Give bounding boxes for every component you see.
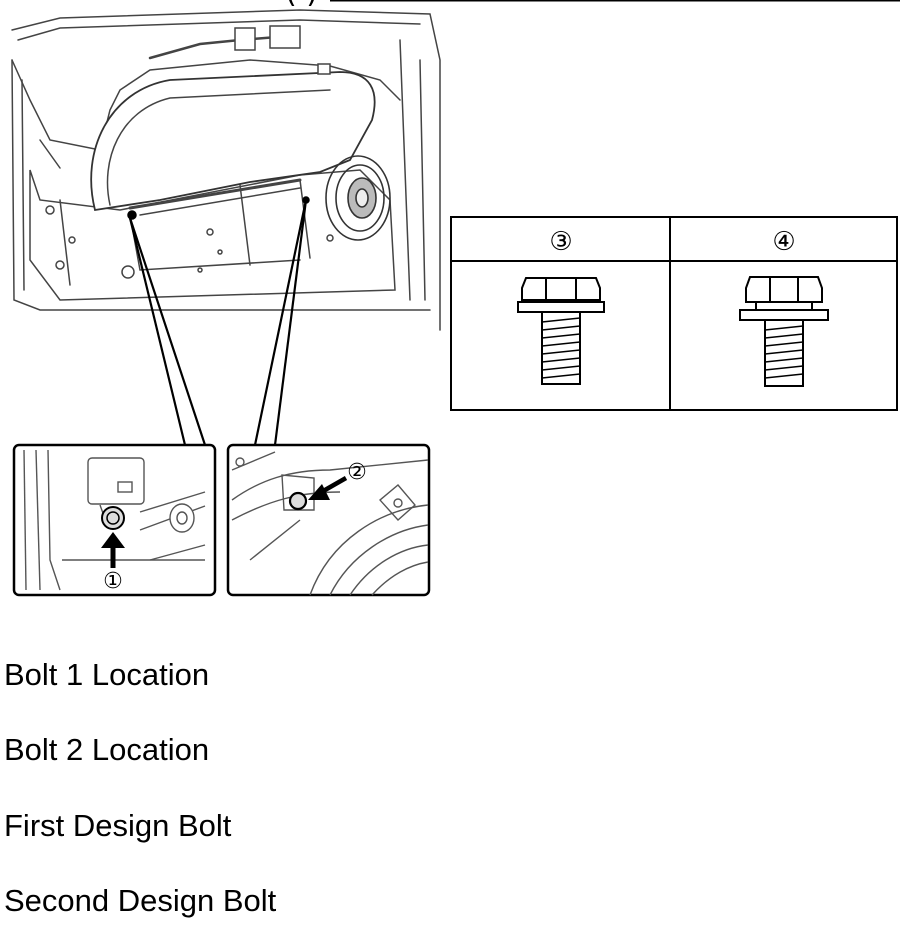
callout-2: ② [347,460,367,485]
bolt-icon [739,276,829,387]
speaker-icon [325,155,391,241]
bolt-design-table: ③ ④ [450,216,898,411]
callout-1: ① [103,569,123,594]
bolt-icon [101,506,125,530]
header-fragment: ( ) [285,0,318,10]
caption-bolt-1-location: Bolt 1 Location [4,657,210,692]
arrow-icon [308,476,348,500]
bolt-icon [288,491,308,511]
detail-box-bolt-1: ① [12,443,217,597]
callout-4: ④ [772,227,795,257]
callout-3: ③ [549,227,572,257]
caption-bolt-2-location: Bolt 2 Location [4,732,210,767]
door-bolt-diagram: ( ) [11,0,900,597]
bolt-icon [517,277,605,385]
leader-lines [128,199,308,446]
door-overview [11,9,441,331]
caption-first-design-bolt: First Design Bolt [4,808,232,843]
caption-second-design-bolt: Second Design Bolt [4,883,277,918]
arrow-icon [101,532,125,568]
detail-box-bolt-2: ② [226,443,431,597]
